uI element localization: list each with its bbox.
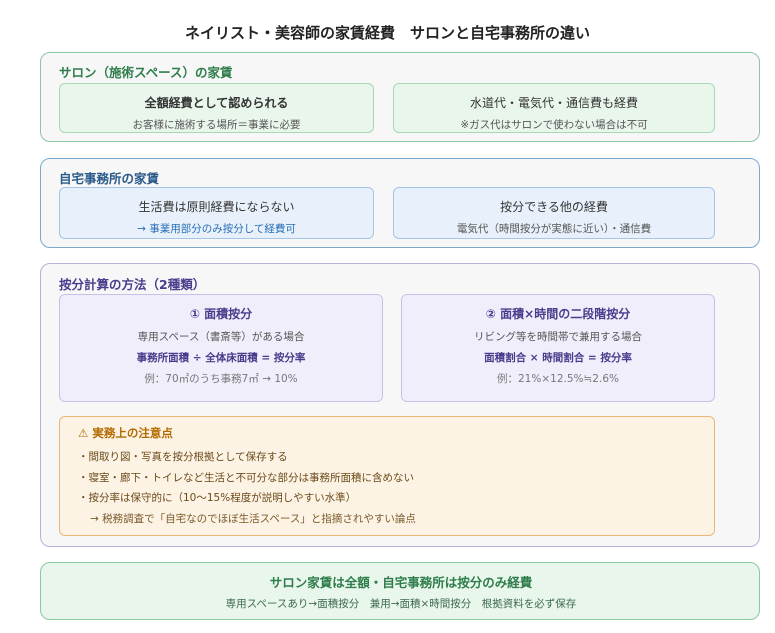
- salon-card-sub: お客様に施術する場所＝事業に必要: [132, 119, 301, 131]
- home-card-sub: 電気代（時間按分が実態に近い）・通信費: [456, 223, 652, 235]
- home-office-section-title: 自宅事務所の家賃: [59, 171, 160, 186]
- home-office-section: 自宅事務所の家賃 生活費は原則経費にならない → 事業用部分のみ按分して経費可 …: [40, 158, 760, 248]
- method-case: 専用スペース（書斎等）がある場合: [137, 331, 305, 343]
- practical-notes-box: ⚠ 実務上の注意点 ・間取り図・写真を按分根拠として保存する ・寝室・廊下・トイ…: [59, 416, 715, 536]
- method-heading: ② 面積×時間の二段階按分: [485, 307, 631, 321]
- method-area-card: ① 面積按分 専用スペース（書斎等）がある場合 事務所面積 ÷ 全体床面積 = …: [59, 294, 383, 402]
- notes-line: ・按分率は保守的に（10〜15%程度が説明しやすい水準）: [78, 492, 357, 504]
- page-title: ネイリスト・美容師の家賃経費 サロンと自宅事務所の違い: [184, 24, 590, 42]
- notes-line: ・寝室・廊下・トイレなど生活と不可分な部分は事務所面積に含めない: [78, 471, 414, 484]
- salon-section-title: サロン（施術スペース）の家賃: [59, 65, 233, 80]
- method-area-time-card: ② 面積×時間の二段階按分 リビング等を時間帯で兼用する場合 面積割合 × 時間…: [401, 294, 715, 402]
- summary-heading: サロン家賃は全額・自宅事務所は按分のみ経費: [269, 575, 533, 590]
- home-card-living-cost: 生活費は原則経費にならない → 事業用部分のみ按分して経費可: [59, 187, 374, 239]
- summary-section: サロン家賃は全額・自宅事務所は按分のみ経費 専用スペースあり→面積按分 兼用→面…: [40, 562, 760, 620]
- salon-card-utilities: 水道代・電気代・通信費も経費 ※ガス代はサロンで使わない場合は不可: [393, 83, 715, 133]
- method-example: 例：70㎡のうち事務7㎡ → 10%: [144, 373, 298, 385]
- notes-line: → 税務調査で「自宅なのでほぼ生活スペース」と指摘されやすい論点: [90, 512, 416, 525]
- calculation-section: 按分計算の方法（2種類） ① 面積按分 専用スペース（書斎等）がある場合 事務所…: [40, 263, 760, 547]
- salon-section: サロン（施術スペース）の家賃 全額経費として認められる お客様に施術する場所＝事…: [40, 52, 760, 142]
- method-formula: 事務所面積 ÷ 全体床面積 = 按分率: [136, 352, 306, 364]
- method-formula: 面積割合 × 時間割合 = 按分率: [484, 352, 632, 364]
- home-card-other-expenses: 按分できる他の経費 電気代（時間按分が実態に近い）・通信費: [393, 187, 715, 239]
- salon-card-sub: ※ガス代はサロンで使わない場合は不可: [460, 119, 648, 131]
- summary-sub: 専用スペースあり→面積按分 兼用→面積×時間按分 根拠資料を必ず保存: [225, 598, 577, 610]
- method-heading: ① 面積按分: [189, 307, 253, 321]
- home-card-heading: 生活費は原則経費にならない: [138, 200, 295, 214]
- home-card-heading: 按分できる他の経費: [500, 200, 608, 214]
- calculation-section-title: 按分計算の方法（2種類）: [59, 277, 206, 292]
- notes-line: ・間取り図・写真を按分根拠として保存する: [78, 451, 288, 463]
- salon-card-full-expense: 全額経費として認められる お客様に施術する場所＝事業に必要: [59, 83, 374, 133]
- notes-title: ⚠ 実務上の注意点: [78, 426, 173, 440]
- salon-card-heading: 全額経費として認められる: [144, 96, 289, 110]
- salon-card-heading: 水道代・電気代・通信費も経費: [469, 96, 638, 110]
- method-case: リビング等を時間帯で兼用する場合: [474, 331, 642, 343]
- home-card-sub: → 事業用部分のみ按分して経費可: [137, 223, 296, 235]
- method-example: 例：21%×12.5%≒2.6%: [497, 373, 619, 385]
